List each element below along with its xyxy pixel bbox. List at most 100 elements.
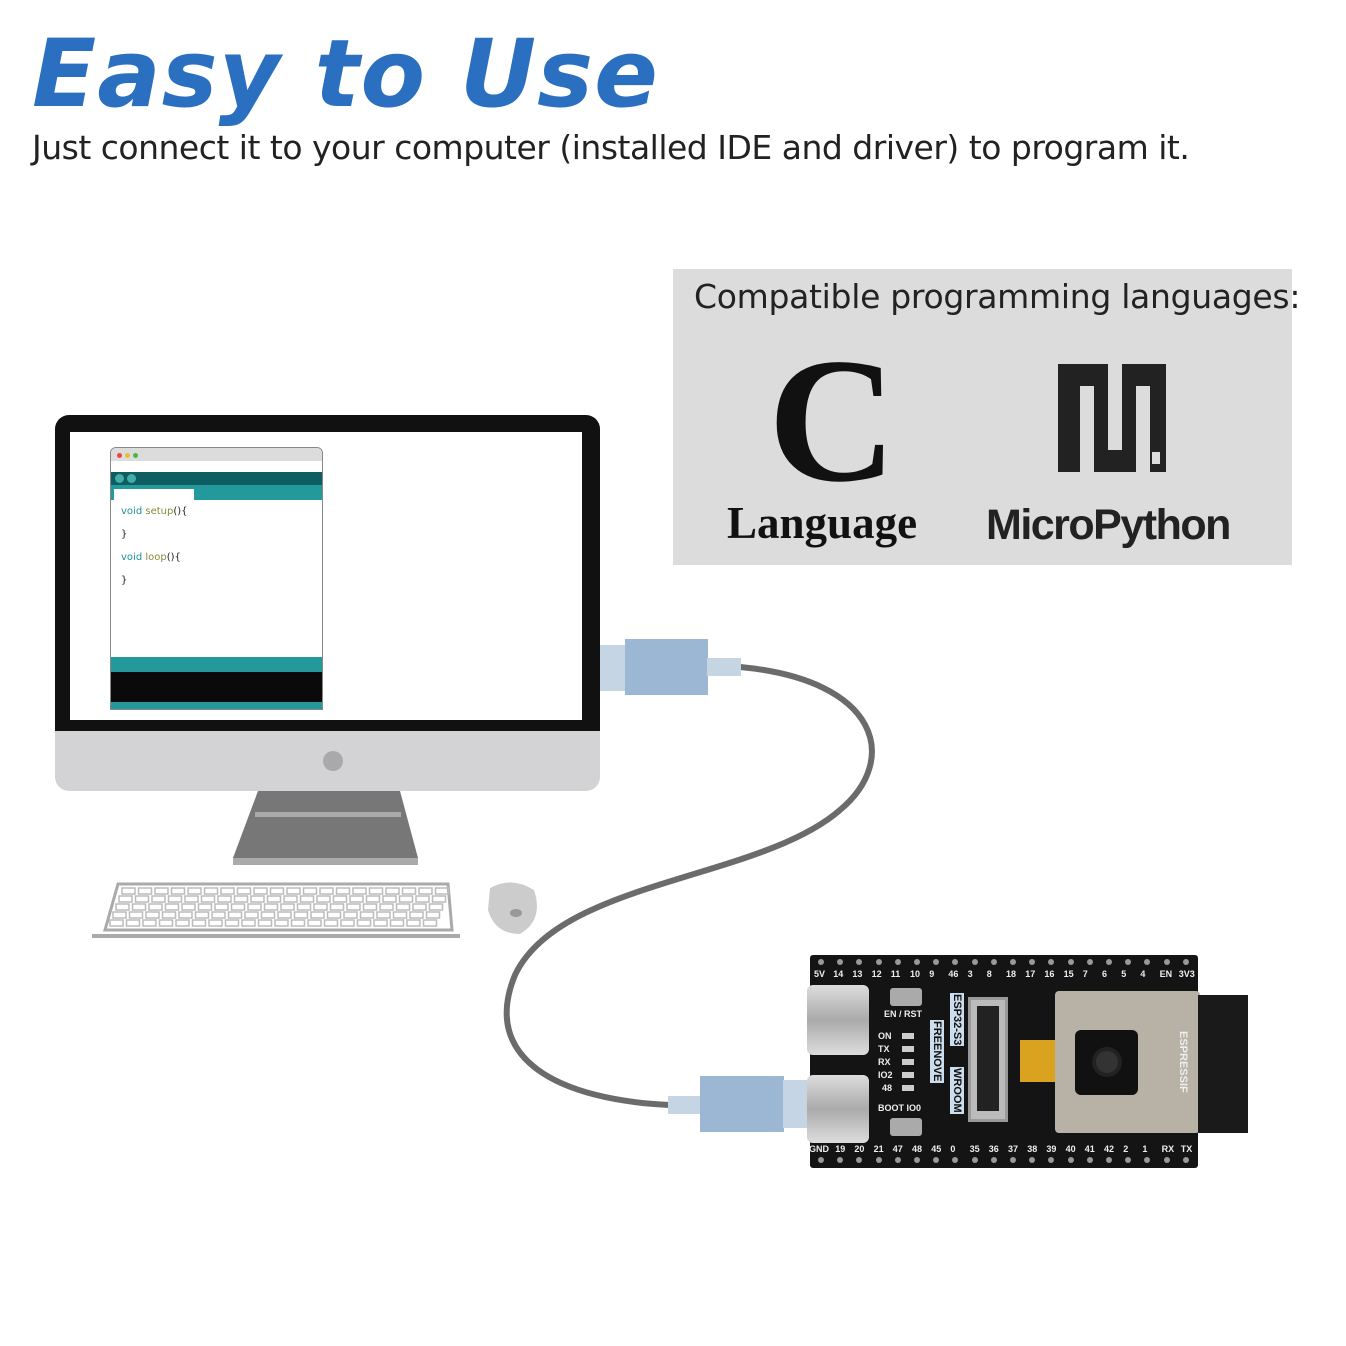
pin-label: 42 (1104, 1144, 1115, 1154)
key (200, 895, 216, 903)
led-icon (902, 1059, 914, 1065)
espressif-label: ESPRESSIF (1177, 1031, 1189, 1093)
key (211, 911, 226, 919)
key (415, 895, 430, 903)
pin-hole (1125, 959, 1132, 965)
pin-label: 38 (1027, 1144, 1038, 1154)
minimize-dot-icon (125, 453, 130, 458)
ide-toolbar (111, 472, 322, 485)
key (263, 903, 279, 911)
verify-icon[interactable] (115, 474, 124, 483)
pin-label: 17 (1025, 969, 1036, 979)
pin-label: 39 (1046, 1144, 1057, 1154)
key (401, 887, 417, 895)
pin-label: 35 (969, 1144, 980, 1154)
reset-button[interactable] (890, 988, 922, 1006)
key (197, 903, 213, 911)
key (269, 887, 285, 895)
pin-hole (971, 959, 978, 965)
maximize-dot-icon (133, 453, 138, 458)
key (131, 903, 147, 911)
key (349, 895, 364, 903)
pin-hole (1067, 1157, 1074, 1163)
pin-label: 2 (1123, 1144, 1129, 1154)
key (137, 887, 153, 895)
key (181, 903, 196, 911)
key (158, 919, 174, 927)
pin-hole (1106, 959, 1112, 965)
key (326, 911, 342, 919)
key (178, 911, 193, 919)
pin-hole (818, 959, 824, 965)
key (167, 895, 183, 903)
pin-hole (1029, 959, 1036, 965)
pin-label: 4 (1140, 969, 1146, 979)
key (115, 903, 130, 911)
key (250, 895, 265, 903)
pin-label: 37 (1008, 1144, 1019, 1154)
key (170, 887, 186, 895)
pin-label: 5V (814, 969, 826, 979)
pin-label: 0 (950, 1144, 956, 1154)
pin-hole (933, 1157, 940, 1163)
key (389, 919, 405, 927)
pin-label: 19 (835, 1144, 846, 1154)
key (376, 911, 391, 919)
key (125, 919, 141, 927)
key (398, 895, 414, 903)
code-line: void setup(){ (121, 506, 188, 517)
pin-hole (1029, 1157, 1036, 1163)
key (365, 895, 381, 903)
key (316, 895, 331, 903)
c-letter-logo: C (768, 321, 897, 519)
key (356, 919, 372, 927)
logo-dot-icon (323, 751, 343, 771)
ide-tab[interactable] (114, 489, 194, 500)
key (418, 887, 433, 895)
key (121, 887, 136, 895)
pin-label: 46 (948, 969, 959, 979)
ide-footer (111, 702, 322, 709)
key (109, 919, 124, 927)
key (382, 895, 397, 903)
usb-c-port[interactable] (807, 985, 869, 1055)
key (142, 919, 157, 927)
key (313, 903, 328, 911)
key (352, 887, 367, 895)
key (302, 887, 318, 895)
reset-label: EN / RST (884, 1009, 923, 1019)
pin-hole (1010, 959, 1016, 965)
monitor-stand (233, 791, 418, 858)
usb-c-port[interactable] (807, 1075, 869, 1143)
key (409, 911, 424, 919)
key (244, 911, 259, 919)
key (332, 895, 348, 903)
page-subtitle: Just connect it to your computer (instal… (32, 128, 1190, 167)
key (227, 911, 243, 919)
pin-hole (875, 1157, 882, 1163)
key (134, 895, 150, 903)
pin-label: EN (1159, 969, 1173, 979)
peripherals (92, 791, 537, 938)
pin-label: 40 (1065, 1144, 1076, 1154)
pin-hole (990, 959, 997, 965)
pin-hole (1086, 1157, 1093, 1163)
upload-icon[interactable] (127, 474, 136, 483)
camera-connector (968, 997, 1008, 1122)
key (217, 895, 232, 903)
key (187, 887, 202, 895)
languages-panel: Compatible programming languages: C Lang… (673, 269, 1300, 565)
key (406, 919, 421, 927)
pin-hole (1163, 959, 1170, 965)
key (208, 919, 223, 927)
pin-hole (837, 959, 844, 965)
pin-label: 1 (1142, 1144, 1148, 1154)
key (151, 895, 166, 903)
key (191, 919, 207, 927)
page-title: Easy to Use (32, 20, 659, 129)
key (335, 887, 351, 895)
pin-hole (1182, 959, 1189, 965)
boot-button[interactable] (890, 1118, 922, 1136)
code-line: } (121, 575, 128, 586)
